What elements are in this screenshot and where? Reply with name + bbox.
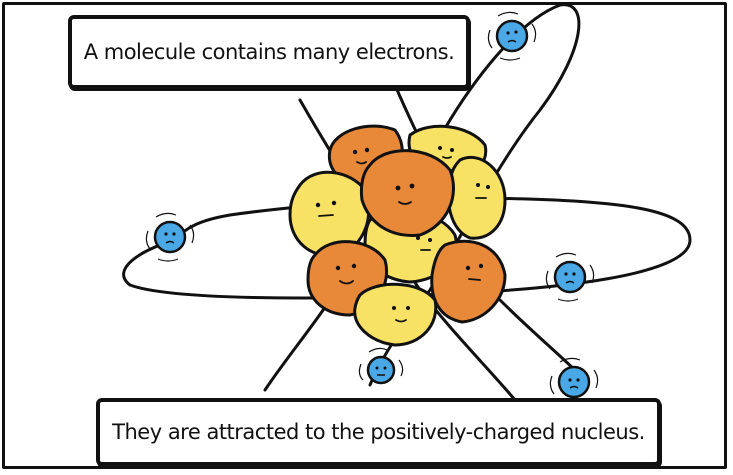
electron-face-icon [359,348,402,383]
caption-bottom-text: They are attracted to the positively-cha… [112,420,645,444]
orbit-spoke-bottom-left [265,300,330,390]
caption-top: A molecule contains many electrons. [68,15,470,89]
caption-top-text: A molecule contains many electrons. [84,40,455,64]
electron-face-icon [146,213,193,261]
nucleon-orange-center [361,151,453,236]
electron-face-icon [546,253,593,301]
electron-face-icon [550,358,597,397]
nucleon-orange-3 [432,241,505,322]
nucleon-yellow-5 [355,284,436,345]
electron-face-icon [488,12,535,60]
caption-bottom: They are attracted to the positively-cha… [96,398,661,466]
orbit-spoke-bottom-right [500,300,580,375]
